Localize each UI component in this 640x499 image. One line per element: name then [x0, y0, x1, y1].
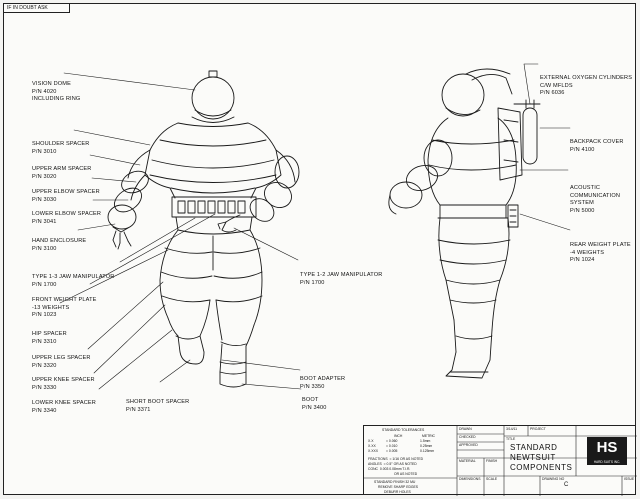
company-logo: HS HARD SUITS INC.	[587, 437, 627, 465]
finish-note: STANDARD FINISH 32 MU	[374, 480, 416, 484]
tol-col-inch: INCH	[394, 434, 403, 438]
tol-row-1-inch: = 0.010	[386, 444, 398, 448]
side-dome-shape	[441, 68, 513, 117]
front-legs-shape	[159, 229, 263, 388]
side-torso-shape	[427, 117, 517, 219]
side-view-suit	[388, 68, 541, 379]
checked-label: CHECKED	[459, 435, 476, 439]
front-weight-plate-shape	[171, 196, 257, 235]
drawing-border	[3, 3, 636, 495]
tol-row-2-key: X.XXX	[368, 449, 378, 453]
tol-row-0-inch: = 0.060	[386, 439, 398, 443]
tol-conc-note: OR AS NOTED	[394, 472, 418, 476]
drawn-label: DRAWN	[459, 427, 472, 431]
corner-note: IF IN DOUBT ASK	[4, 4, 70, 13]
tol-row-1-key: X.XX	[368, 444, 376, 448]
material-label: MATERIAL	[459, 459, 476, 463]
tolerances-heading: STANDARD TOLERANCES	[382, 428, 425, 432]
tol-row-2-inch: = 0.005	[386, 449, 398, 453]
finish-note-3: DEBURR HOLES	[384, 490, 411, 494]
issue-label: ISSUE	[624, 477, 635, 481]
project-label: PROJECT	[530, 427, 546, 431]
leader-lines	[59, 63, 571, 390]
logo-mark: HS	[596, 439, 618, 456]
tol-fractions: FRACTIONS = 1/16 OR AS NOTED	[368, 457, 424, 461]
dimensions-label: DIMENSIONS	[459, 477, 481, 481]
front-torso-shape	[144, 122, 282, 199]
tol-conc: CONC 0.003 0.08mm T.I.R.	[368, 467, 411, 471]
side-oxygen-cylinders-shape	[513, 99, 541, 165]
vision-dome-shape	[191, 70, 235, 123]
tol-row-0-key: X.X	[368, 439, 374, 443]
side-arm-shape	[388, 139, 453, 215]
front-left-arm-shape	[107, 149, 151, 250]
logo-subtitle: HARD SUITS INC.	[593, 460, 621, 464]
drawing-title: STANDARD NEWTSUIT COMPONENTS	[510, 443, 573, 472]
side-legs-shape	[437, 217, 511, 379]
scale-label: SCALE	[486, 477, 498, 481]
date-value: 3/14/11	[506, 427, 518, 431]
drawing-no-label: DRAWING NO	[542, 477, 565, 481]
tol-row-1-metric: 0.25mm	[420, 444, 433, 448]
tol-col-metric: METRIC	[422, 434, 435, 438]
tol-row-2-metric: 0.125mm	[420, 449, 435, 453]
title-label: TITLE	[506, 437, 516, 441]
side-rear-weight-shape	[507, 204, 519, 228]
title-block: STANDARD TOLERANCES INCH METRIC X.X = 0.…	[363, 425, 637, 496]
tol-angles: ANGLES = 0.5° OR AS NOTED	[368, 462, 417, 466]
finish-label: FINISH	[486, 459, 498, 463]
side-backpack-shape	[497, 107, 523, 181]
tol-row-0-metric: 1.5mm	[420, 439, 431, 443]
finish-note-2: REMOVE SHARP EDGES	[378, 485, 419, 489]
approved-label: APPROVED	[459, 443, 478, 447]
drawing-no-value: C	[564, 482, 569, 488]
front-view-suit	[107, 70, 300, 388]
front-right-arm-shape	[217, 149, 300, 233]
